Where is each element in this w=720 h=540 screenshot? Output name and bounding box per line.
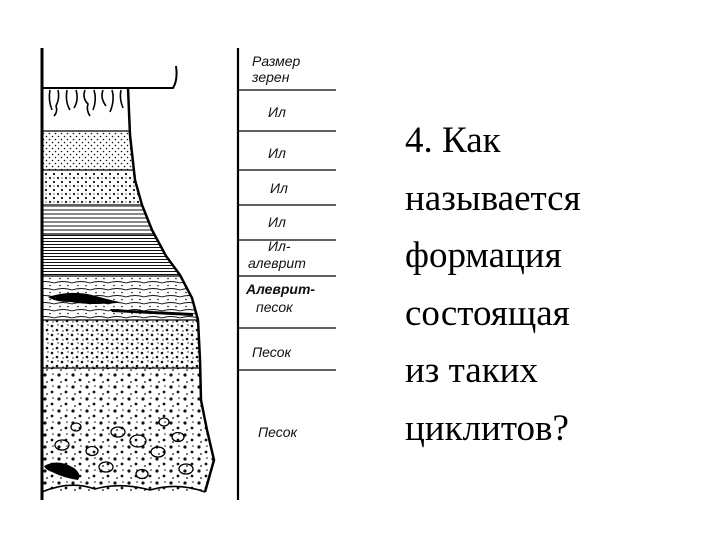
layer-boundaries: [42, 130, 200, 369]
scale-header-line1: Размер: [252, 53, 301, 69]
layer-label-3: Ил: [270, 180, 288, 196]
layer-label-5b: алеврит: [248, 255, 306, 271]
question-line-1: 4. Как: [405, 120, 501, 161]
column-bottom-edge: [41, 484, 206, 493]
layer-2-fill: [42, 132, 214, 170]
dark-band: [110, 309, 193, 316]
layer-label-4: Ил: [268, 214, 286, 230]
scale-header-line2: зерен: [251, 69, 290, 85]
dark-lens-lower: [44, 462, 80, 480]
layer-label-8: Песок: [258, 424, 299, 440]
layer-label-2: Ил: [268, 145, 286, 161]
question-line-6: циклитов?: [405, 407, 569, 449]
layer-label-1: Ил: [268, 104, 286, 120]
question-line-4: состоящая: [405, 292, 570, 334]
column-outline: [40, 48, 216, 500]
pebbles-icon: [54, 417, 194, 480]
roots-icon: [48, 89, 124, 117]
question-line-2: называется: [405, 177, 581, 219]
layer-label-6b: песок: [256, 299, 294, 315]
question-text: 4. Как называется формация состоящая из …: [405, 112, 705, 457]
layer-7-fill: [42, 320, 214, 368]
question-line-3: формация: [405, 235, 562, 276]
column-layers: [42, 88, 214, 492]
column-right-profile: [126, 87, 216, 493]
layer-5-fill: [42, 234, 214, 276]
layer-label-5a: Ил-: [268, 238, 291, 254]
dark-lens-upper: [48, 292, 120, 304]
grain-size-scale: [236, 48, 336, 500]
question-line-5: из таких: [405, 350, 538, 391]
layer-4-fill: [42, 206, 214, 234]
column-top-surface: [42, 65, 178, 89]
layer-label-6a: Алеврит-: [245, 281, 315, 297]
layer-label-7: Песок: [252, 344, 293, 360]
